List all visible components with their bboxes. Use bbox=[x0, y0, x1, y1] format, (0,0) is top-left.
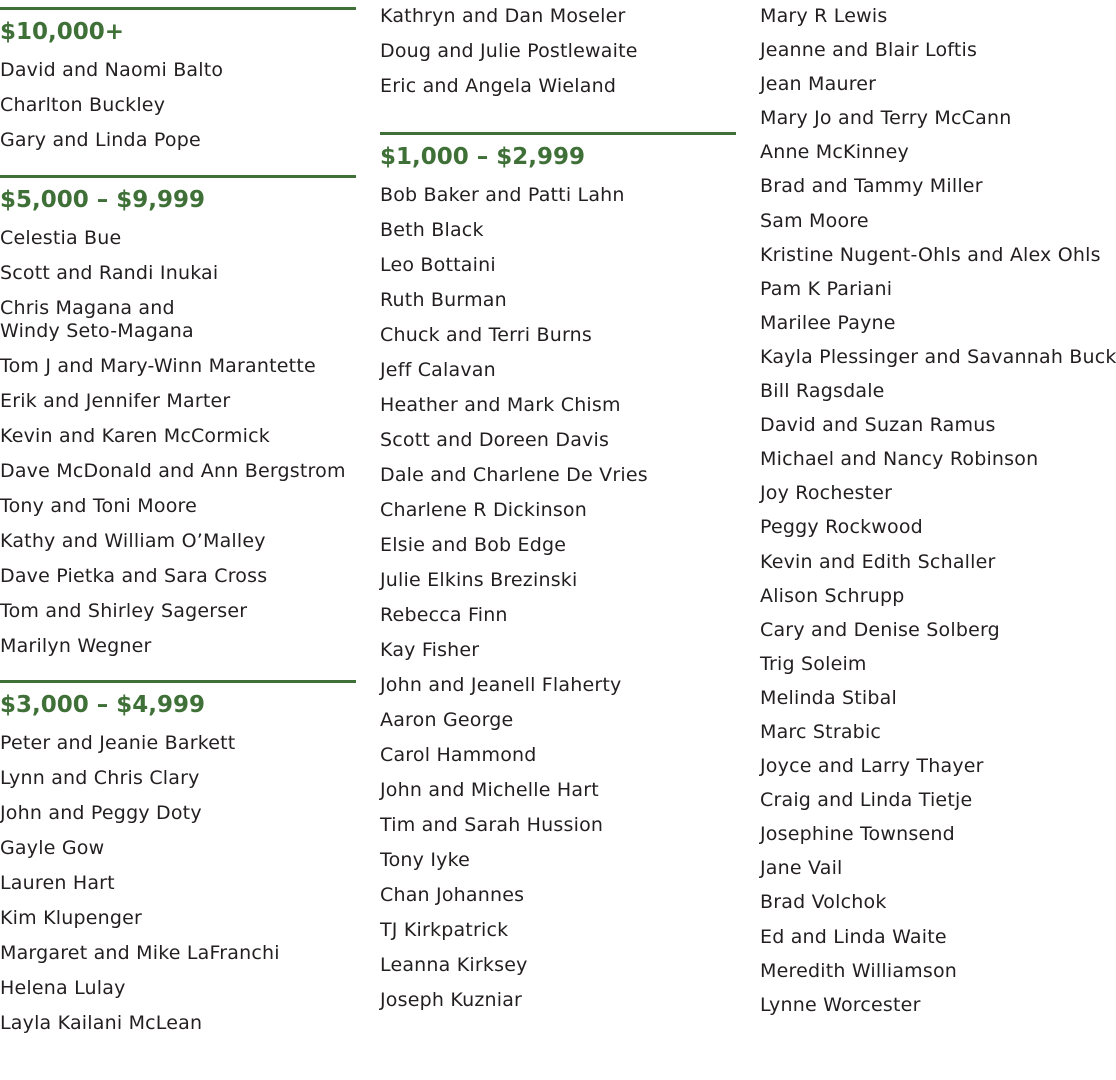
donor-name: Bob Baker and Patti Lahn bbox=[380, 184, 625, 206]
donor-name: Michael and Nancy Robinson bbox=[760, 448, 1039, 471]
donor-name: Tim and Sarah Hussion bbox=[380, 814, 604, 836]
tier-heading: $1,000 – $2,999 bbox=[380, 144, 586, 170]
donor-name: Scott and Doreen Davis bbox=[380, 429, 610, 451]
donor-name: Dale and Charlene De Vries bbox=[380, 464, 648, 486]
section-divider bbox=[380, 132, 736, 135]
donor-name: Ed and Linda Waite bbox=[760, 925, 947, 948]
section-divider bbox=[0, 680, 356, 683]
donor-name: Erik and Jennifer Marter bbox=[0, 390, 231, 412]
donor-name: Joy Rochester bbox=[760, 482, 893, 505]
tier-heading: $5,000 – $9,999 bbox=[0, 187, 206, 213]
donor-name: Kim Klupenger bbox=[0, 907, 143, 929]
donor-list: Bob Baker and Patti Lahn Beth Black Leo … bbox=[380, 184, 736, 1024]
donor-name: Ruth Burman bbox=[380, 289, 507, 311]
donor-name: Tony and Toni Moore bbox=[0, 495, 198, 517]
donor-name: Margaret and Mike LaFranchi bbox=[0, 942, 280, 964]
donor-name: Carol Hammond bbox=[380, 744, 537, 766]
donor-name: Celestia Bue bbox=[0, 227, 122, 249]
donor-name: Marilyn Wegner bbox=[0, 635, 152, 657]
donor-name: Lauren Hart bbox=[0, 872, 115, 894]
donor-name: Bill Ragsdale bbox=[760, 380, 885, 403]
donor-name: Tom J and Mary-Winn Marantette bbox=[0, 355, 316, 377]
donor-name: Jane Vail bbox=[760, 857, 843, 880]
donor-name: Charlton Buckley bbox=[0, 94, 166, 116]
donor-name: Kathy and William O’Malley bbox=[0, 530, 266, 552]
donor-name: Chris Magana and Windy Seto-Magana bbox=[0, 297, 194, 342]
donor-name: Lynn and Chris Clary bbox=[0, 767, 200, 789]
donor-name: Eric and Angela Wieland bbox=[380, 75, 617, 97]
donor-name: Marc Strabic bbox=[760, 720, 882, 743]
donor-name: Scott and Randi Inukai bbox=[0, 262, 219, 284]
donor-name: Julie Elkins Brezinski bbox=[380, 569, 578, 591]
tier-heading: $3,000 – $4,999 bbox=[0, 692, 206, 718]
donor-name: Layla Kailani McLean bbox=[0, 1012, 203, 1034]
donor-name: Tom and Shirley Sagerser bbox=[0, 600, 248, 622]
donor-name: John and Michelle Hart bbox=[380, 779, 599, 801]
donor-name: Anne McKinney bbox=[760, 141, 910, 164]
donor-name: Kristine Nugent-Ohls and Alex Ohls bbox=[760, 243, 1101, 266]
donor-name: Kevin and Karen McCormick bbox=[0, 425, 270, 447]
donor-name: Kevin and Edith Schaller bbox=[760, 550, 996, 573]
donor-name: Joseph Kuzniar bbox=[380, 989, 523, 1011]
donor-name: Kathryn and Dan Moseler bbox=[380, 5, 626, 27]
donor-column-3: Mary R Lewis Jeanne and Blair Loftis Jea… bbox=[760, 0, 1116, 1028]
donor-column-1: $10,000+ David and Naomi Balto Charlton … bbox=[0, 0, 356, 1047]
donor-name: Chan Johannes bbox=[380, 884, 525, 906]
donor-list: Mary R Lewis Jeanne and Blair Loftis Jea… bbox=[760, 0, 1116, 1028]
donor-name: David and Suzan Ramus bbox=[760, 414, 996, 437]
donor-name: Gayle Gow bbox=[0, 837, 105, 859]
donor-name: David and Naomi Balto bbox=[0, 59, 224, 81]
donor-name: John and Peggy Doty bbox=[0, 802, 202, 824]
donor-list: Kathryn and Dan Moseler Doug and Julie P… bbox=[380, 0, 736, 110]
donor-name: Charlene R Dickinson bbox=[380, 499, 587, 521]
donor-list: David and Naomi Balto Charlton Buckley G… bbox=[0, 59, 356, 164]
donor-name: Lynne Worcester bbox=[760, 993, 921, 1016]
donor-list: Celestia Bue Scott and Randi Inukai Chri… bbox=[0, 227, 356, 670]
donor-name: Chuck and Terri Burns bbox=[380, 324, 592, 346]
donor-name: Mary R Lewis bbox=[760, 5, 888, 27]
donor-name: Jean Maurer bbox=[760, 73, 877, 96]
donor-name: Jeff Calavan bbox=[380, 359, 496, 381]
donor-name: Melinda Stibal bbox=[760, 686, 897, 709]
donor-name: Heather and Mark Chism bbox=[380, 394, 621, 416]
section-divider bbox=[0, 7, 356, 10]
donor-name: Peggy Rockwood bbox=[760, 516, 923, 539]
donor-name: Mary Jo and Terry McCann bbox=[760, 107, 1012, 130]
donor-name: Josephine Townsend bbox=[760, 823, 955, 846]
donor-name: Trig Soleim bbox=[760, 652, 867, 675]
donor-name: Elsie and Bob Edge bbox=[380, 534, 567, 556]
donor-name: Tony Iyke bbox=[380, 849, 470, 871]
donor-name: Rebecca Finn bbox=[380, 604, 508, 626]
donor-name: Beth Black bbox=[380, 219, 484, 241]
donor-name: Brad Volchok bbox=[760, 891, 887, 914]
donor-name: Pam K Pariani bbox=[760, 277, 893, 300]
donor-name: Kay Fisher bbox=[380, 639, 480, 661]
donor-name: Leo Bottaini bbox=[380, 254, 496, 276]
donor-name: Brad and Tammy Miller bbox=[760, 175, 983, 198]
tier-heading: $10,000+ bbox=[0, 19, 125, 45]
donor-name: Meredith Williamson bbox=[760, 959, 958, 982]
donor-name: Kayla Plessinger and Savannah Buck bbox=[760, 345, 1116, 368]
donor-name: Aaron George bbox=[380, 709, 514, 731]
donor-name: Joyce and Larry Thayer bbox=[760, 755, 984, 778]
donor-name: Doug and Julie Postlewaite bbox=[380, 40, 638, 62]
donor-name: Marilee Payne bbox=[760, 311, 896, 334]
donor-name: Alison Schrupp bbox=[760, 584, 905, 607]
donor-column-2: Kathryn and Dan Moseler Doug and Julie P… bbox=[380, 0, 736, 1024]
donor-name: Sam Moore bbox=[760, 209, 869, 232]
donor-name: Gary and Linda Pope bbox=[0, 129, 201, 151]
donor-name: Jeanne and Blair Loftis bbox=[760, 39, 978, 62]
donor-name: Leanna Kirksey bbox=[380, 954, 528, 976]
section-divider bbox=[0, 175, 356, 178]
donor-name: TJ Kirkpatrick bbox=[380, 919, 509, 941]
donor-name: Cary and Denise Solberg bbox=[760, 618, 1000, 641]
donor-name: Peter and Jeanie Barkett bbox=[0, 732, 236, 754]
donor-name: Dave Pietka and Sara Cross bbox=[0, 565, 268, 587]
donor-list: Peter and Jeanie Barkett Lynn and Chris … bbox=[0, 732, 356, 1047]
donor-name: John and Jeanell Flaherty bbox=[380, 674, 622, 696]
donor-name: Craig and Linda Tietje bbox=[760, 789, 973, 812]
donor-name: Dave McDonald and Ann Bergstrom bbox=[0, 460, 346, 482]
donor-name: Helena Lulay bbox=[0, 977, 126, 999]
